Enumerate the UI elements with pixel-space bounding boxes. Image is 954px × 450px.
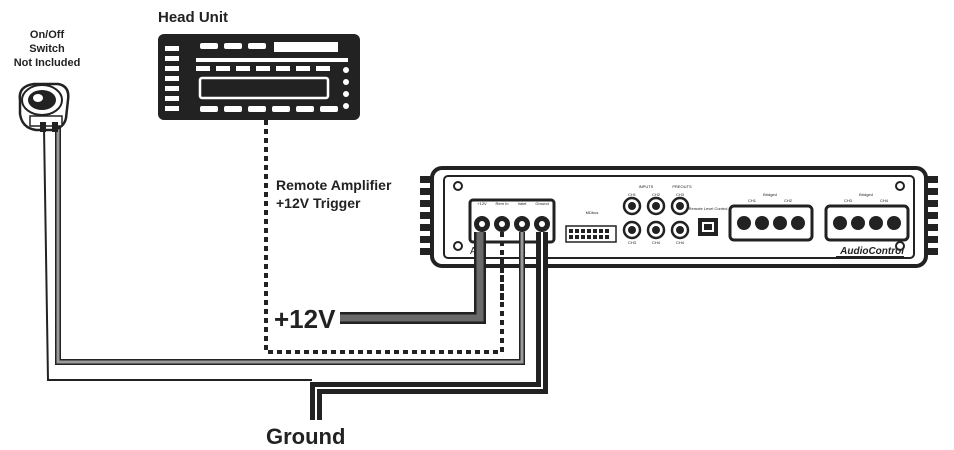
head-unit <box>158 34 360 120</box>
remote-level-label: Remote Level Control <box>689 206 728 211</box>
remote-label-line2: +12V Trigger <box>276 195 361 211</box>
model-prefix: A <box>470 246 477 257</box>
speaker-ch1-label: CH1 <box>748 198 757 203</box>
speaker-ch4-label: CH4 <box>880 198 889 203</box>
brand-logo: AudioControl <box>839 246 904 257</box>
connector-label: MDbus <box>586 210 599 215</box>
rca-preout-ch4: CH4 <box>676 240 685 245</box>
amplifier: +12V Rem In Valet Ground A 4 MDbus INPUT… <box>420 166 938 268</box>
switch-label-line2: Switch <box>29 43 65 55</box>
bridged-label-2: Bridged <box>859 192 873 197</box>
terminal-label-ground: Ground <box>535 201 548 206</box>
preouts-label: PREOUTS <box>672 184 692 189</box>
plus12v-label: +12V <box>274 304 336 334</box>
terminal-label-remin: Rem In <box>496 201 509 206</box>
rca-ch4: CH4 <box>652 240 661 245</box>
switch-ground-wire <box>43 127 312 381</box>
speaker-ch3-label: CH3 <box>844 198 853 203</box>
bridged-label-1: Bridged <box>763 192 777 197</box>
head-unit-label: Head Unit <box>158 9 228 26</box>
terminal-label-12v: +12V <box>477 201 487 206</box>
on-off-switch <box>18 82 70 132</box>
inputs-label: INPUTS <box>639 184 654 189</box>
terminal-label-valet: Valet <box>518 201 528 206</box>
rca-ch2: CH2 <box>652 192 661 197</box>
speaker-ch2-label: CH2 <box>784 198 793 203</box>
rca-ch1: CH1 <box>628 192 637 197</box>
rca-ch3: CH3 <box>628 240 637 245</box>
remote-label-line1: Remote Amplifier <box>276 177 392 193</box>
switch-label-line3: Not Included <box>14 57 81 69</box>
switch-label-line1: On/Off <box>30 29 65 41</box>
rca-preout-ch3: CH3 <box>676 192 685 197</box>
ground-label: Ground <box>266 424 345 449</box>
